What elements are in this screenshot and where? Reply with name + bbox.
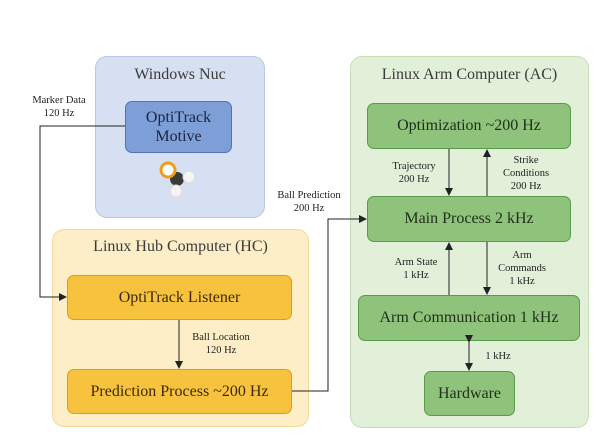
strike-conditions-label: Strike Conditions 200 Hz	[494, 154, 558, 193]
arm-state-label: Arm State 1 kHz	[388, 256, 444, 282]
optimization-node: Optimization ~200 Hz	[367, 103, 571, 149]
optitrack-motive-node: OptiTrack Motive	[125, 101, 232, 153]
prediction-process-label: Prediction Process ~200 Hz	[90, 382, 269, 400]
main-process-node: Main Process 2 kHz	[367, 196, 571, 242]
ball-prediction-label-line2: 200 Hz	[293, 203, 325, 215]
arm-commands-label-line1: Arm	[512, 250, 532, 261]
optimization-label: Optimization ~200 Hz	[397, 117, 541, 135]
tracked-marker-icon	[159, 161, 196, 198]
arm-communication-label: Arm Communication 1 kHz	[379, 309, 559, 327]
hardware-node: Hardware	[424, 371, 515, 416]
linux-arm-title: Linux Arm Computer (AC)	[381, 66, 558, 83]
ball-location-label-line1: Ball Location	[192, 332, 250, 343]
arm-state-label-line2: 1 kHz	[403, 270, 429, 282]
windows-nuc-title: Windows Nuc	[134, 66, 226, 83]
optitrack-listener-node: OptiTrack Listener	[67, 275, 292, 320]
optitrack-motive-line2: Motive	[155, 128, 202, 145]
strike-conditions-label-line2: Conditions	[502, 168, 550, 180]
arm-state-label-line1: Arm State	[394, 257, 438, 268]
trajectory-label-line2: 200 Hz	[398, 174, 430, 186]
hardware-link-label: 1 kHz	[478, 350, 518, 363]
marker-data-arrow	[39, 125, 125, 301]
main-process-label: Main Process 2 kHz	[404, 210, 534, 228]
hardware-link-label-text: 1 kHz	[485, 351, 511, 362]
marker-data-label-line2: 120 Hz	[43, 108, 75, 120]
prediction-process-node: Prediction Process ~200 Hz	[67, 369, 292, 414]
optitrack-motive-line1: OptiTrack	[145, 108, 212, 126]
marker-data-label: Marker Data 120 Hz	[22, 94, 96, 120]
ball-prediction-label: Ball Prediction 200 Hz	[266, 189, 352, 215]
ball-prediction-label-line1: Ball Prediction	[277, 190, 341, 201]
arm-commands-label-line3: 1 kHz	[509, 276, 535, 288]
arm-commands-label-line2: Commands	[498, 263, 546, 275]
strike-conditions-label-line1: Strike	[513, 155, 539, 166]
hardware-label: Hardware	[437, 384, 502, 402]
marker-data-label-line1: Marker Data	[32, 95, 86, 106]
ball-location-label-line2: 120 Hz	[205, 345, 237, 357]
ball-prediction-arrow	[292, 215, 367, 392]
linux-hub-title: Linux Hub Computer (HC)	[93, 238, 268, 255]
optitrack-listener-label: OptiTrack Listener	[118, 288, 241, 306]
trajectory-label: Trajectory 200 Hz	[384, 160, 444, 186]
ball-location-label: Ball Location 120 Hz	[186, 331, 256, 357]
trajectory-label-line1: Trajectory	[392, 161, 436, 172]
strike-conditions-label-line3: 200 Hz	[510, 181, 542, 193]
arm-commands-label: Arm Commands 1 kHz	[494, 249, 550, 288]
